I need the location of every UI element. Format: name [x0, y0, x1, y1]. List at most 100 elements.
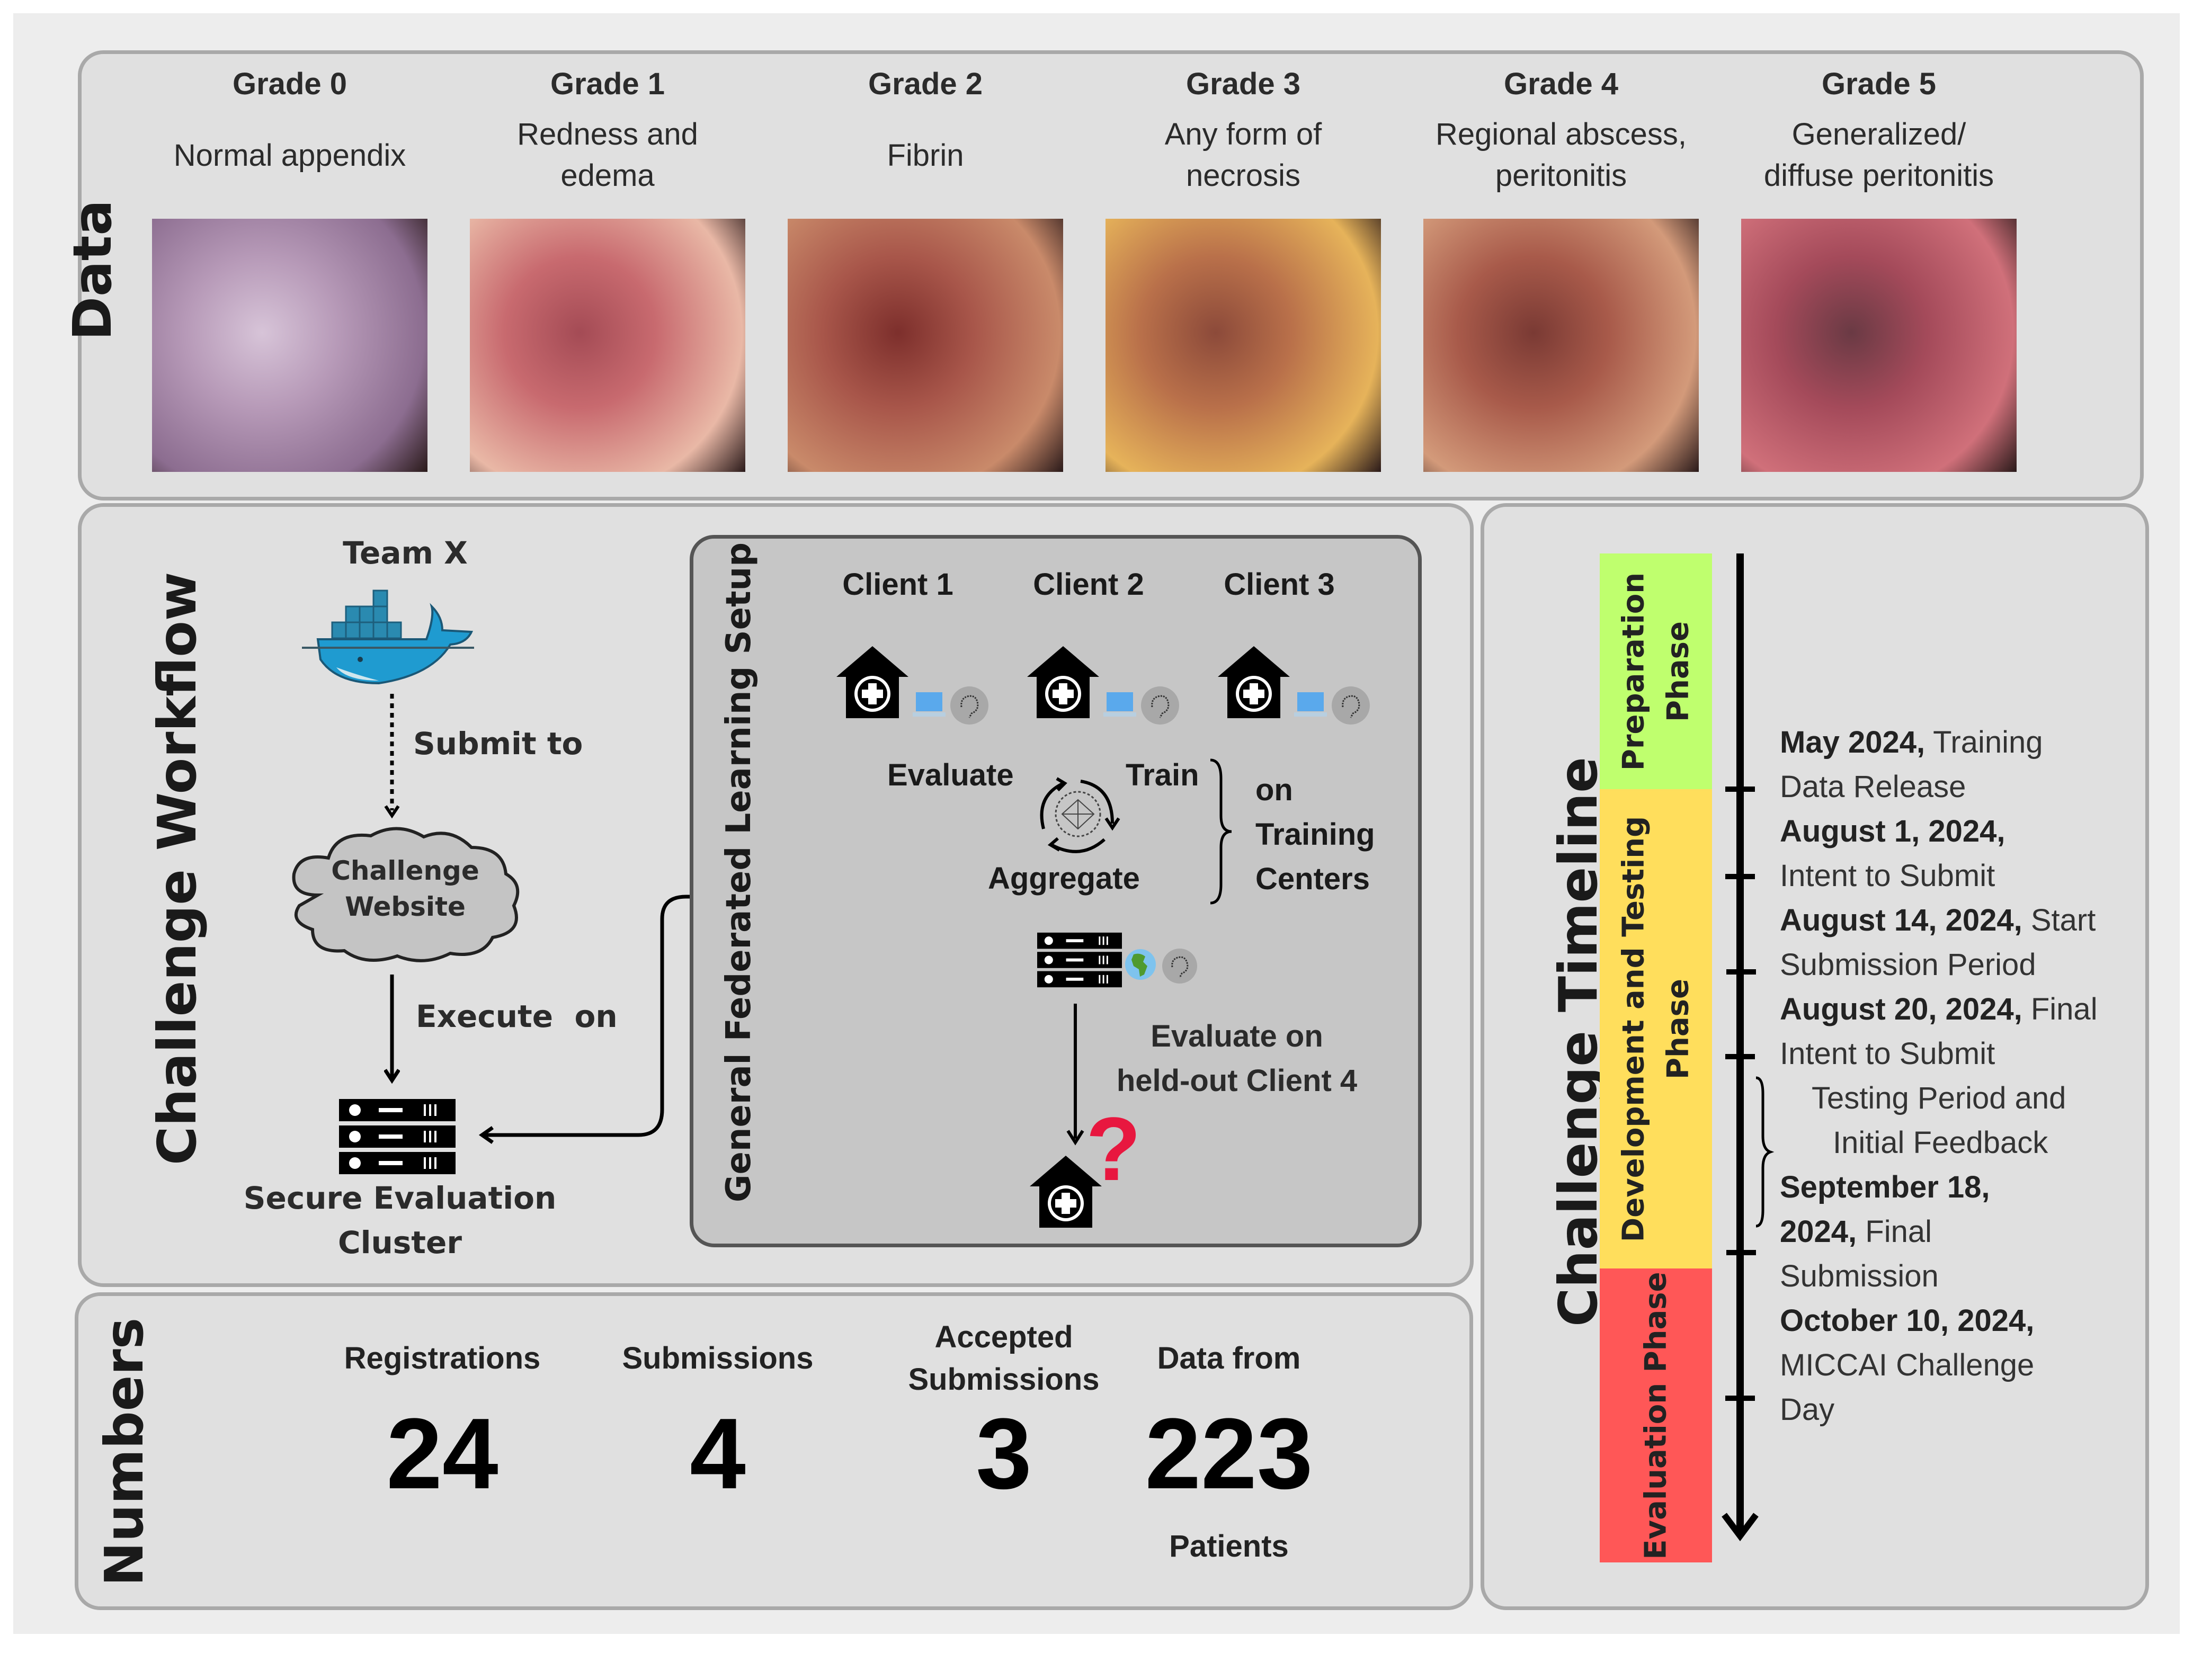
- phase-label-line: Phase: [1661, 978, 1695, 1079]
- event-aug20: August 20, 2024, Final: [1780, 992, 2098, 1026]
- event-aug14-desc: Submission Period: [1780, 948, 2036, 982]
- centers-line2: Training: [1255, 817, 1375, 852]
- grade-description-line: Fibrin: [887, 138, 964, 173]
- grade-description: Normal appendix: [131, 135, 449, 176]
- globe-icon: [1125, 949, 1156, 980]
- model-brain-icon: [950, 686, 989, 725]
- grade-description-line: necrosis: [1186, 158, 1300, 193]
- event-sep18-line3: Submission: [1780, 1259, 1939, 1293]
- heldout-arrow: [1066, 1004, 1084, 1146]
- stat-label-line: Registrations: [344, 1341, 541, 1375]
- stat-label: Submissions: [601, 1337, 834, 1380]
- submit-to-label: Submit to: [413, 726, 583, 762]
- event-aug14: August 14, 2024, Start: [1780, 903, 2096, 937]
- heldout-line1: Evaluate on: [1151, 1019, 1323, 1053]
- grade-title: Grade 4: [1504, 67, 1618, 101]
- hospital-icon: [834, 645, 911, 719]
- event-aug1: August 1, 2024,: [1780, 814, 2005, 848]
- team-label: Team X: [343, 535, 468, 571]
- training-cycle-icon: [1040, 777, 1120, 853]
- testing-period-line1: Testing Period and: [1812, 1081, 2066, 1115]
- event-sep18-line2: 2024, Final: [1780, 1214, 1932, 1249]
- grade-description: Any form of necrosis: [1084, 114, 1402, 196]
- grade-title: Grade 3: [1186, 67, 1300, 101]
- testing-period-line2: Initial Feedback: [1833, 1125, 2048, 1160]
- curly-brace: [1210, 758, 1232, 905]
- phase-bar: [1600, 1268, 1712, 1562]
- timeline-panel: [1481, 503, 2149, 1610]
- grade-description-line: diffuse peritonitis: [1763, 158, 1994, 193]
- grade-title: Grade 5: [1822, 67, 1936, 101]
- event-aug20-desc: Intent to Submit: [1780, 1036, 1995, 1071]
- stat-label: Registrations: [326, 1337, 559, 1380]
- cycle-evaluate-label: Evaluate: [887, 758, 1014, 792]
- grade-title: Grade 2: [868, 67, 983, 101]
- grade-description-line: Redness and: [517, 117, 698, 151]
- cloud-icon: [292, 827, 520, 962]
- event-oct10: October 10, 2024,: [1780, 1303, 2035, 1338]
- grade-description-line: Any form of: [1164, 117, 1322, 151]
- heldout-line2: held-out Client 4: [1116, 1064, 1358, 1098]
- stat-sublabel: Patients: [1169, 1529, 1289, 1563]
- federated-section-label: General Federated Learning Setup: [719, 542, 759, 1202]
- laparoscopic-image-redness-edema: [470, 219, 745, 472]
- centers-line1: on: [1255, 773, 1293, 807]
- stat-value: 3: [976, 1398, 1032, 1510]
- stat-label-line: Submissions: [908, 1362, 1100, 1397]
- laparoscopic-image-normal-appendix: [152, 219, 427, 472]
- laptop-icon: [1103, 692, 1136, 719]
- centers-line3: Centers: [1255, 862, 1370, 896]
- cluster-fl-connector: [478, 888, 708, 1144]
- laparoscopic-image-fibrin: [788, 219, 1063, 472]
- stat-label: Data from: [1112, 1337, 1345, 1380]
- grade-description: Regional abscess,peritonitis: [1402, 114, 1720, 196]
- event-oct10-desc: MICCAI Challenge: [1780, 1348, 2035, 1382]
- stat-label-line: Accepted: [934, 1320, 1073, 1354]
- grade-title: Grade 1: [550, 67, 665, 101]
- unknown-question-mark: ?: [1086, 1099, 1141, 1200]
- numbers-panel: [75, 1292, 1473, 1610]
- grade-description-line: Regional abscess,: [1436, 117, 1687, 151]
- phase-label-line: Development and Testing: [1616, 816, 1651, 1242]
- training-centers-label: on Training Centers: [1255, 768, 1375, 901]
- event-may-desc: Data Release: [1780, 770, 1966, 804]
- stat-value: 4: [690, 1398, 746, 1510]
- stat-label-line: Data from: [1157, 1341, 1301, 1375]
- website-label-line1: Challenge: [331, 855, 479, 886]
- grade-description-line: Normal appendix: [173, 138, 406, 173]
- cluster-label-line1: Secure Evaluation: [243, 1180, 557, 1216]
- cycle-train-label: Train: [1126, 758, 1199, 792]
- execute-arrow: [384, 975, 400, 1084]
- client-label: Client 1: [842, 567, 953, 602]
- workflow-section-label: Challenge Workflow: [146, 571, 208, 1165]
- model-brain-icon: [1162, 949, 1197, 984]
- model-brain-icon: [1331, 686, 1370, 725]
- laptop-icon: [1294, 692, 1327, 719]
- event-may: May 2024, Training: [1780, 725, 2043, 759]
- phase-label: Evaluation Phase: [1611, 1268, 1701, 1562]
- event-sep18: September 18,: [1780, 1170, 1990, 1204]
- laptop-icon: [913, 692, 946, 719]
- grade-description: Generalized/diffuse peritonitis: [1720, 114, 2038, 196]
- event-aug1-desc: Intent to Submit: [1780, 859, 1995, 893]
- cluster-label-line2: Cluster: [338, 1225, 462, 1261]
- stat-value: 24: [386, 1398, 498, 1510]
- hospital-icon: [1216, 645, 1292, 719]
- server-rack-icon: [339, 1099, 456, 1174]
- laparoscopic-image-diffuse-peritonitis: [1741, 219, 2017, 472]
- execute-on-label: Execute on: [416, 998, 618, 1034]
- website-label: Challenge Website: [299, 853, 511, 925]
- phase-bar: [1600, 553, 1712, 789]
- cluster-label: Secure Evaluation Cluster: [225, 1176, 575, 1265]
- timeline-events: May 2024, Training Data Release August 1…: [1780, 720, 2145, 1432]
- numbers-section-label: Numbers: [93, 1317, 155, 1586]
- client-label: Client 3: [1224, 567, 1335, 602]
- phase-label: Development and Testing Phase: [1611, 789, 1701, 1268]
- client-label: Client 2: [1033, 567, 1144, 602]
- phase-label-line: Preparation: [1616, 572, 1651, 771]
- grade-description: Fibrin: [766, 135, 1084, 176]
